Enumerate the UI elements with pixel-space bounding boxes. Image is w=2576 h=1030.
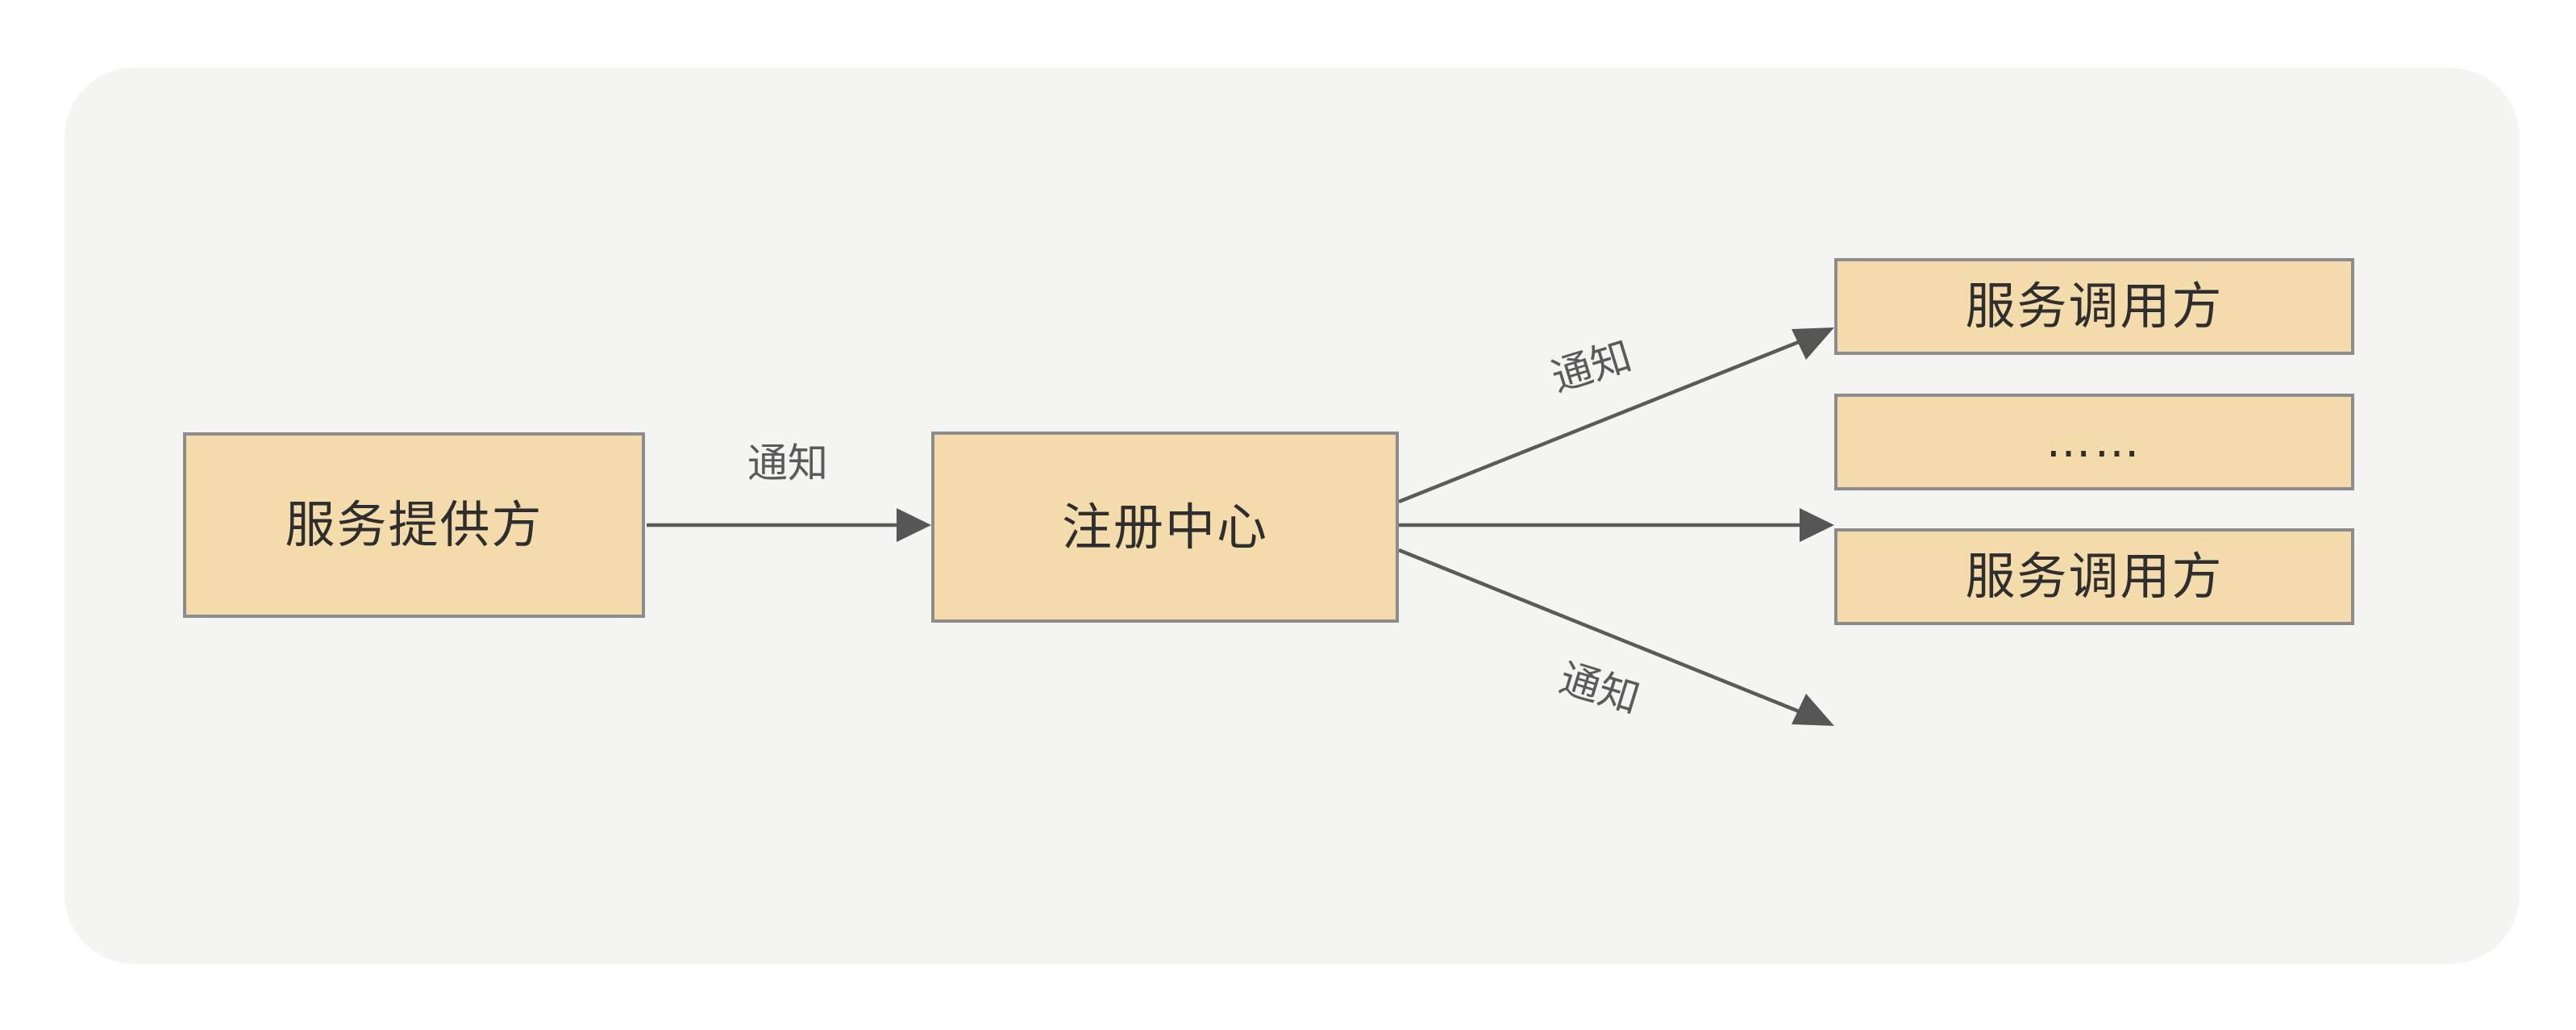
edge-registry-to-consumer-top: 通知 [1398, 327, 1834, 504]
node-service-consumer-ellipsis[interactable]: …… [1834, 394, 2354, 490]
node-service-provider[interactable]: 服务提供方 [183, 432, 645, 618]
edge-provider-to-registry: 通知 [647, 440, 931, 542]
edge-registry-to-consumer-bottom: 通知 [1398, 548, 1834, 726]
edge-label-registry-consumer-bottom: 通知 [1554, 654, 1646, 723]
arrowhead-icon [1800, 508, 1834, 542]
node-label: 服务调用方 [1965, 277, 2224, 336]
node-label: 服务提供方 [285, 495, 543, 554]
node-service-consumer-bottom[interactable]: 服务调用方 [1834, 528, 2354, 625]
edge-label-registry-consumer-top: 通知 [1546, 332, 1638, 401]
arrowhead-icon [1792, 327, 1834, 360]
arrowhead-icon [897, 508, 931, 542]
node-label: 注册中心 [1061, 497, 1268, 557]
edge-label-provider-registry: 通知 [747, 440, 828, 487]
edge-registry-to-consumer-ellipsis [1399, 508, 1834, 542]
node-label: 服务调用方 [1965, 547, 2224, 606]
arrowhead-icon [1792, 694, 1834, 726]
node-label: …… [2045, 415, 2143, 468]
node-service-consumer-top[interactable]: 服务调用方 [1834, 258, 2354, 355]
node-registry-center[interactable]: 注册中心 [931, 432, 1399, 623]
